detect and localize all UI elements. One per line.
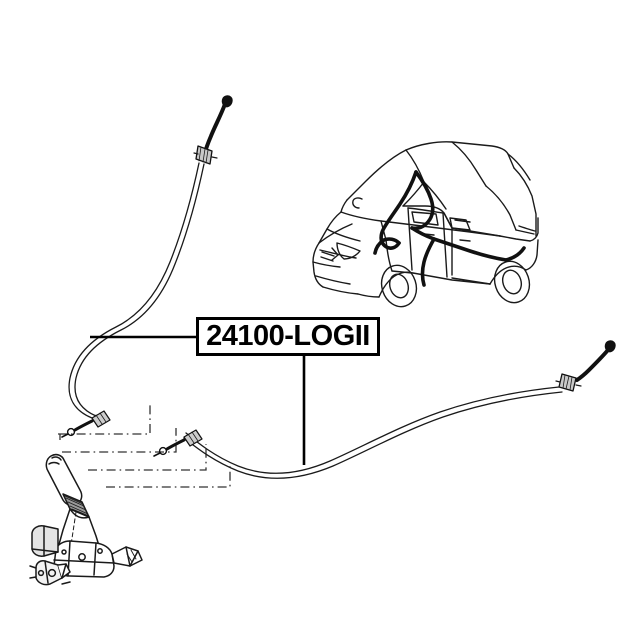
left-brake-cable (61, 95, 233, 438)
right-brake-cable (153, 340, 616, 479)
parking-brake-lever-assembly (29, 453, 143, 586)
part-number-label: 24100-LOGII (196, 317, 380, 356)
leader-lines (90, 335, 306, 465)
assembly-guide-lines (58, 402, 231, 488)
vehicle-interior-cable-route (373, 170, 526, 287)
part-number-text: 24100-LOGII (206, 320, 370, 352)
